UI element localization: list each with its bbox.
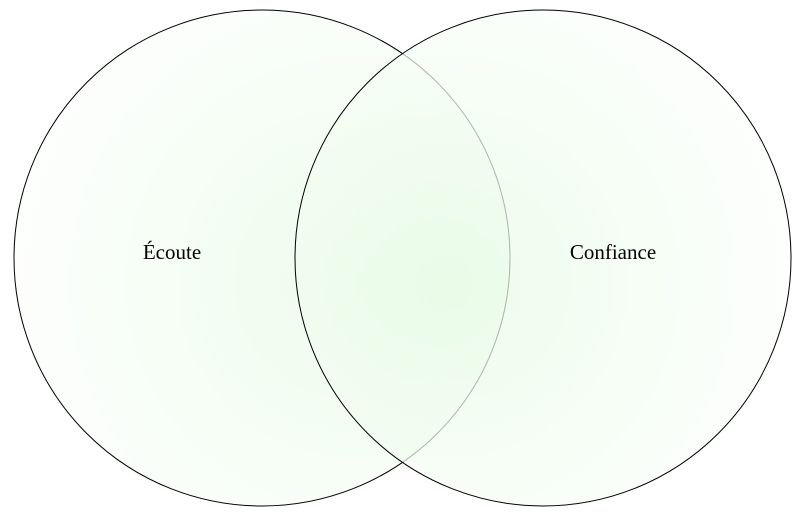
- left-set-label: Écoute: [143, 240, 201, 264]
- right-set-label: Confiance: [570, 240, 656, 264]
- right-set-circle: [294, 9, 792, 507]
